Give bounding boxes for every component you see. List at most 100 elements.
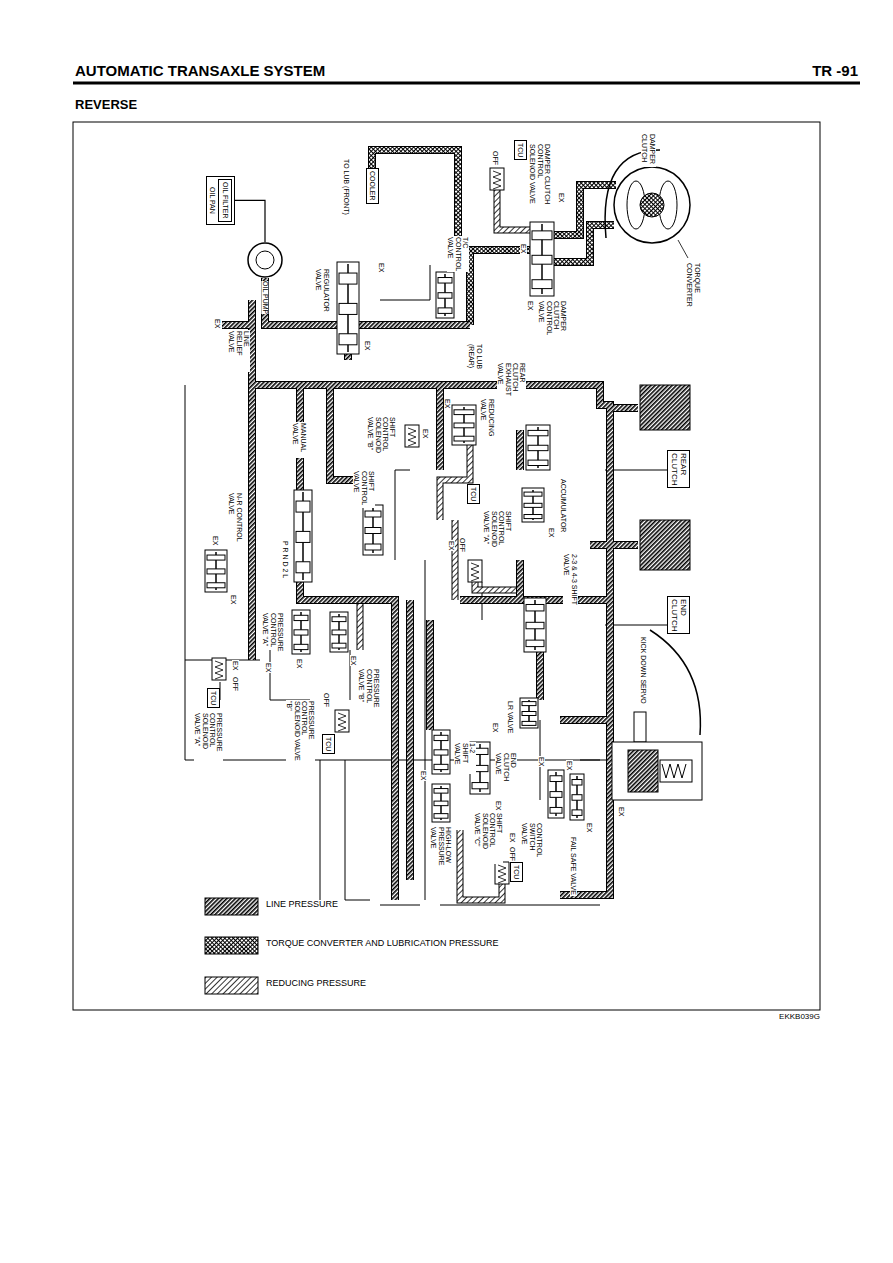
component-label: PRESSURE CONTROL SOLENOID VALVE "B" <box>286 700 315 768</box>
solenoid-symbol <box>495 862 509 884</box>
valve-body <box>528 460 548 465</box>
component-label: SHIFT CONTROL SOLENOID VALVE "B" <box>367 416 396 462</box>
valve-body <box>332 617 346 622</box>
valve-body <box>296 501 310 512</box>
valve-body <box>296 531 310 542</box>
valve-body <box>436 272 454 318</box>
component-label: PRESSURE CONTROL VALVE "B" <box>358 668 380 710</box>
valve-body <box>292 610 310 654</box>
exhaust-mark: EX <box>296 658 303 669</box>
exhaust-mark: EX <box>509 832 516 843</box>
torque-converter-drawing <box>678 240 688 258</box>
solenoid-symbol <box>498 865 506 883</box>
figure-frame <box>73 122 820 1010</box>
kick-down-servo-drawing <box>612 630 702 800</box>
valve-body <box>207 569 225 574</box>
component-label: LR VALVE <box>507 700 514 734</box>
kick-down-servo-drawing <box>628 750 658 792</box>
valve-body <box>548 770 564 818</box>
component-label: TO LUB (FRONT) <box>343 158 350 216</box>
tcu-box: TCU <box>467 484 480 504</box>
reducing-pressure-passage <box>360 190 530 900</box>
valve-body <box>434 750 448 755</box>
oil-passage <box>232 200 265 242</box>
valve-body <box>330 612 348 652</box>
solenoid-state: OFF <box>492 150 499 166</box>
pump-outline <box>248 243 282 277</box>
valve-body <box>526 604 544 610</box>
solenoid-state: OFF <box>232 676 239 692</box>
exhaust-mark: EX <box>350 655 357 666</box>
exhaust-mark: EX <box>520 243 527 254</box>
valve-body <box>365 511 381 517</box>
valve-body <box>205 550 227 592</box>
component-label: TO LUB (REAR) <box>468 343 483 377</box>
valve-body <box>532 231 552 240</box>
valve-body <box>524 598 546 652</box>
valve-body <box>432 784 450 822</box>
line-pressure-passage <box>222 278 638 900</box>
valve-body <box>332 643 346 648</box>
valve-body <box>528 445 548 450</box>
page-text: AUTOMATIC TRANSAXLE SYSTEM <box>75 63 325 79</box>
component-label: 1-2 SHIFT VALVE <box>454 742 476 774</box>
valve-body <box>339 303 357 314</box>
kick-down-servo-drawing <box>650 630 700 735</box>
valve-body <box>294 630 308 635</box>
valve-body <box>363 505 383 555</box>
clutch-box: END CLUTCH <box>667 596 690 634</box>
solenoid-symbol <box>335 710 349 732</box>
valve-body <box>292 610 310 654</box>
valve-body <box>572 780 582 786</box>
valve-body <box>532 255 552 264</box>
valve-body <box>438 308 452 314</box>
line-pressure-passage <box>222 278 638 900</box>
valve-body <box>339 273 357 284</box>
valve-body <box>550 776 562 782</box>
exhaust-mark: EX <box>378 262 385 273</box>
valve-body <box>572 795 582 801</box>
valve-body <box>570 774 584 820</box>
component-label: P R N D 2 L <box>282 540 289 579</box>
engaged-clutch <box>640 385 690 570</box>
solenoid-symbol <box>471 563 479 581</box>
solenoid-symbol <box>212 658 226 680</box>
exhaust-mark: EX <box>618 806 625 817</box>
component-label: ACCUMULATOR <box>560 478 567 533</box>
component-label: PRESSURE CONTROL VALVE "A" <box>262 612 284 648</box>
node-text: END CLUTCH <box>670 599 687 631</box>
valve-body <box>207 555 225 560</box>
exhaust-mark: EX <box>495 800 502 811</box>
valve-body <box>526 425 550 470</box>
valve-body <box>454 410 474 415</box>
exhaust-mark: EX <box>265 662 272 673</box>
kick-down-servo-drawing <box>660 760 692 782</box>
valve-body <box>337 262 359 354</box>
valve-body <box>339 334 357 345</box>
drain-passage <box>320 760 321 900</box>
valve-body <box>337 262 359 354</box>
exhaust-mark: EX <box>448 540 455 551</box>
valve-body <box>330 612 348 652</box>
pump-outline <box>247 242 283 278</box>
tcu-box: TCU <box>322 734 335 754</box>
component-label: REDUCING VALVE <box>480 398 495 440</box>
solenoid-symbol <box>212 658 226 680</box>
drain-passage <box>185 265 667 905</box>
valve-body <box>528 430 548 435</box>
torque-converter-drawing <box>614 167 690 243</box>
component-label: N-R CONTROL VALVE <box>228 492 243 554</box>
valve-body <box>524 515 542 519</box>
kick-down-servo-drawing <box>634 712 646 742</box>
clutch-box: REAR CLUTCH <box>667 450 690 488</box>
component-label: REAR CLUTCH EXHAUST VALVE <box>497 362 526 410</box>
component-label: MANUAL VALVE <box>292 422 307 458</box>
component-label: END CLUTCH VALVE <box>495 752 517 784</box>
component-label: HIGH-LOW PRESSURE VALVE <box>430 826 452 876</box>
valve-body <box>205 222 584 822</box>
torque-converter-drawing <box>640 193 664 217</box>
drain-passage <box>345 760 370 900</box>
valve-body <box>432 784 450 822</box>
tcu-box: TCU <box>207 688 220 708</box>
node-text: COOLER <box>369 171 376 201</box>
